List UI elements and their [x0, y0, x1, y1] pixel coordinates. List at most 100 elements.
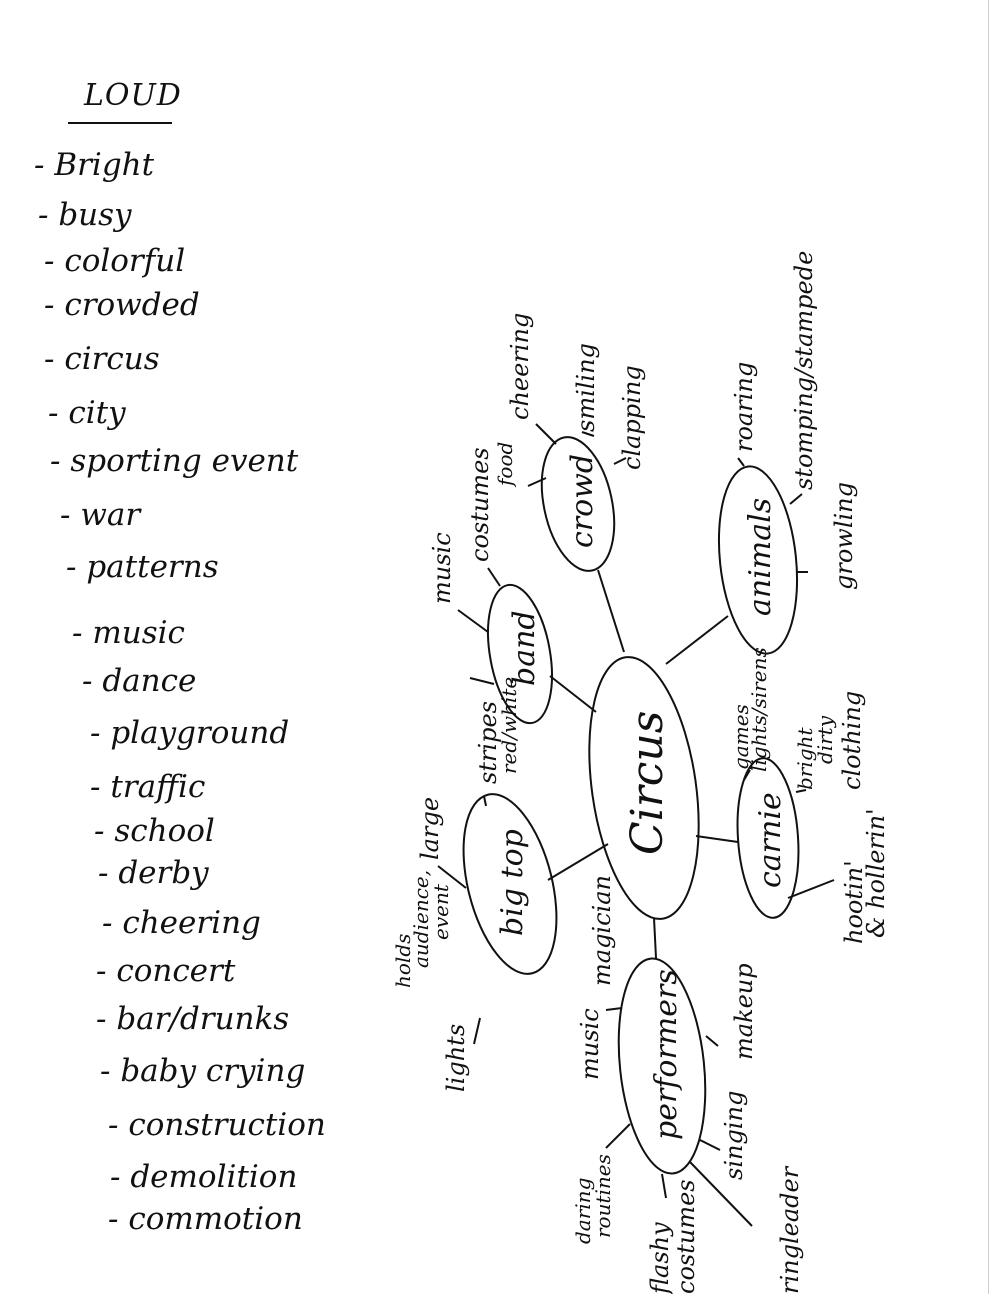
leaf-daring: daring [571, 1178, 595, 1244]
leaf-costumes: costumes [466, 447, 494, 562]
leaf-audience: audience, [409, 870, 433, 968]
leaf-music-perf: music [576, 1008, 604, 1080]
page-edge [988, 0, 989, 1294]
leaf-growling: growling [830, 482, 858, 590]
connector [597, 569, 625, 653]
connector [547, 843, 609, 881]
leaf-cheering: cheering [506, 313, 534, 420]
title-underline [68, 122, 172, 124]
band-node-outline [487, 583, 553, 725]
list-item: - playground [90, 715, 290, 751]
list-title: LOUD [84, 78, 182, 113]
list-item: - dance [82, 663, 197, 699]
leaf-ringleader: ringleader [776, 1165, 804, 1294]
list-item: - war [60, 497, 141, 533]
list-item: - concert [96, 953, 236, 989]
crowd-node-outline [540, 436, 616, 572]
leaf-games: games [729, 704, 753, 770]
list-item: - city [48, 395, 126, 431]
leaf-clothing: clothing [838, 691, 866, 790]
performers-node-label: performers [649, 969, 684, 1140]
leaf-event: event [429, 883, 453, 940]
leaf-large: large [416, 797, 444, 860]
leaf-redwhite: red/white [497, 677, 521, 774]
connector [527, 477, 547, 487]
leaf-music-band: music [428, 532, 456, 604]
connector [787, 879, 835, 899]
leaf-bright: bright [793, 727, 817, 790]
connector [661, 1173, 667, 1199]
connector [613, 457, 627, 465]
leaf-costumes2: costumes [672, 1179, 700, 1294]
performers-node-outline [617, 957, 707, 1175]
band-node-label: band [507, 610, 542, 686]
carnie-node-label: carnie [753, 792, 788, 888]
connector [795, 789, 807, 793]
connector [665, 615, 729, 665]
list-item: - commotion [108, 1201, 303, 1237]
list-item: - construction [108, 1107, 326, 1143]
connector [699, 1139, 721, 1151]
connector [487, 567, 501, 587]
list-item: - colorful [44, 243, 186, 279]
bigtop-node-outline [462, 793, 558, 975]
connector [581, 431, 595, 437]
leaf-dirty: dirty [813, 715, 837, 764]
connector [653, 917, 657, 959]
crowd-node-label: crowd [565, 454, 600, 548]
bigtop-node-label: big top [495, 829, 530, 936]
leaf-stomping: stomping/stampede [790, 251, 818, 490]
connector [689, 1161, 753, 1227]
leaf-hootin: hootin' [840, 860, 868, 944]
list-item: - circus [44, 341, 160, 377]
leaf-hollerin: & hollerin' [862, 808, 890, 938]
connector [437, 865, 467, 889]
connector [737, 457, 745, 467]
carnie-node-outline [736, 757, 800, 919]
list-item: - baby crying [100, 1053, 306, 1089]
connector [789, 493, 803, 505]
leaf-food: food [493, 442, 517, 488]
connector [743, 769, 751, 781]
leaf-lights: lights [442, 1024, 470, 1092]
connector [535, 423, 557, 445]
list-item: - school [94, 813, 215, 849]
leaf-lights-sirens: lights/sirens [747, 647, 771, 772]
list-item: - traffic [90, 769, 206, 805]
list-item: - derby [98, 855, 209, 891]
list-item: - Bright [34, 147, 155, 183]
leaf-magician: magician [588, 875, 616, 986]
leaf-holds: holds [391, 934, 415, 988]
leaf-roaring: roaring [730, 362, 758, 452]
list-item: - patterns [66, 549, 219, 585]
list-item: - bar/drunks [96, 1001, 290, 1037]
leaf-stripes: stripes [474, 701, 502, 784]
list-item: - busy [38, 197, 132, 233]
connector [473, 1017, 481, 1045]
leaf-clapping: clapping [618, 365, 646, 470]
list-item: - demolition [110, 1159, 298, 1195]
connector [705, 1035, 719, 1047]
connector [483, 795, 487, 807]
leaf-flashy: flashy [646, 1222, 674, 1294]
connector [457, 609, 489, 633]
center-node-label: Circus [622, 711, 673, 855]
connector [605, 1007, 623, 1011]
connector [605, 1123, 631, 1149]
connector [469, 677, 495, 685]
list-item: - music [72, 615, 185, 651]
leaf-makeup: makeup [730, 963, 758, 1060]
leaf-singing: singing [720, 1091, 748, 1180]
leaf-smiling: smiling [572, 343, 600, 432]
connector [695, 835, 739, 843]
animals-node-outline [717, 465, 799, 655]
center-node-outline [588, 656, 700, 920]
animals-node-label: animals [743, 498, 778, 616]
leaf-routines: routines [591, 1154, 615, 1238]
list-item: - cheering [102, 905, 261, 941]
list-item: - crowded [44, 287, 200, 323]
connector [549, 675, 597, 713]
list-item: - sporting event [50, 443, 299, 479]
